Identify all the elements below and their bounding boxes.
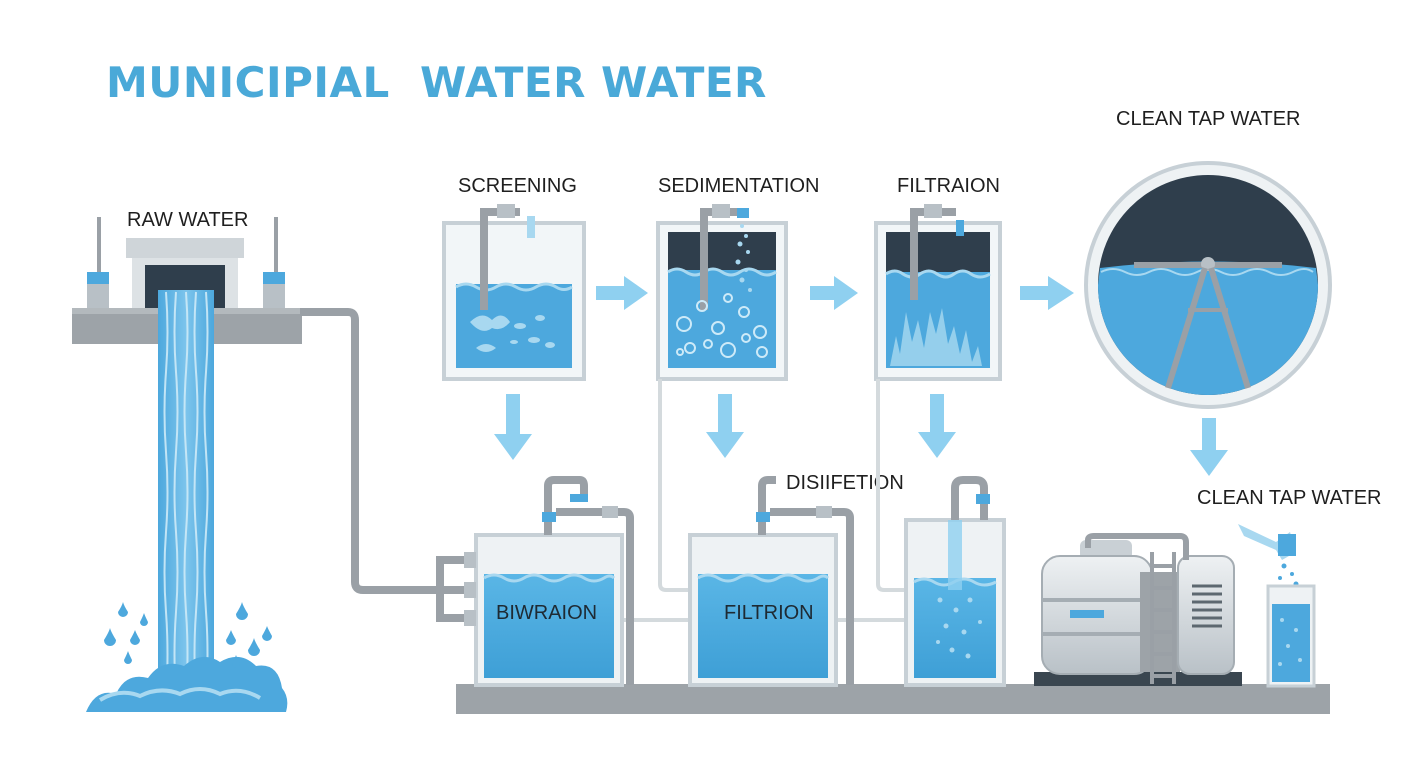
arrow-right-1	[596, 276, 648, 310]
screening-tank	[442, 204, 586, 381]
arrow-right-2	[810, 276, 858, 310]
arrow-down-4	[1190, 418, 1228, 476]
label-screening: SCREENING	[458, 175, 577, 197]
tank-2-label: FILTRION	[724, 602, 814, 624]
intake-pipe	[300, 308, 440, 594]
clean-water-reservoir	[1084, 161, 1332, 409]
page-title: MUNICIPIAL WATER WATER	[106, 58, 767, 107]
filtration-tank	[874, 204, 1002, 381]
label-disinfection: DISIIFETION	[786, 472, 904, 494]
bottom-tank-3	[904, 476, 1006, 687]
sedimentation-tank	[656, 204, 788, 381]
arrow-down-1	[494, 394, 532, 460]
arrow-down-2	[706, 394, 744, 458]
arrow-down-3	[918, 394, 956, 458]
bottom-tank-2	[688, 476, 854, 687]
arrow-right-3	[1020, 276, 1074, 310]
flow-arrows	[494, 276, 1228, 476]
label-filtration: FILTRAION	[897, 175, 1000, 197]
tap-water-glass	[1238, 524, 1316, 688]
raw-water-intake	[72, 217, 302, 712]
pump-machine	[1034, 533, 1242, 686]
bottom-tank-1	[436, 476, 634, 687]
label-raw-water: RAW WATER	[127, 209, 249, 231]
label-clean-tap-water-right: CLEAN TAP WATER	[1197, 487, 1382, 509]
base-platform	[456, 684, 1330, 714]
tank-1-label: BIWRAION	[496, 602, 598, 624]
label-sedimentation: SEDIMENTATION	[658, 175, 820, 197]
label-clean-tap-water-top: CLEAN TAP WATER	[1116, 108, 1301, 130]
